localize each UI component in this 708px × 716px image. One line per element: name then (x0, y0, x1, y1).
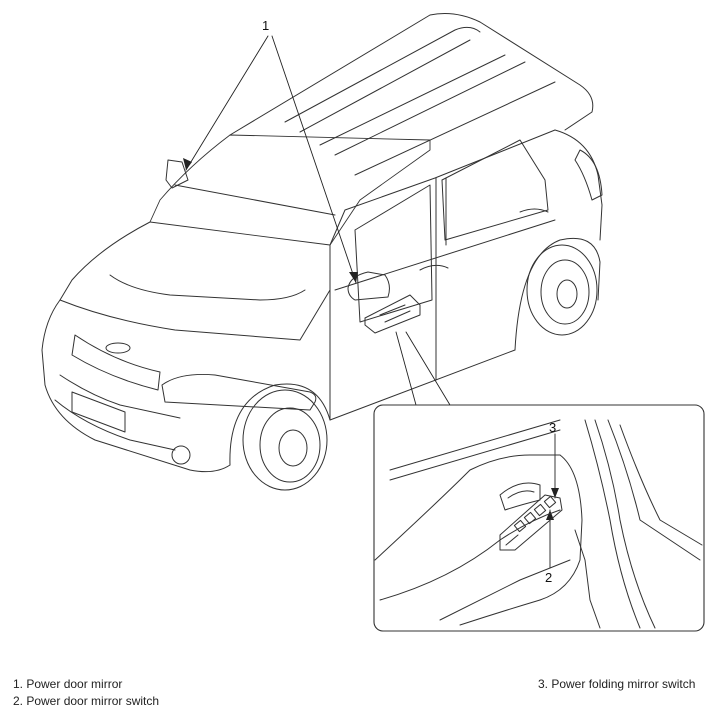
callout-2: 2 (545, 570, 552, 585)
vehicle-line-drawing: 1 3 2 (41, 13, 705, 632)
legend-item-power-door-mirror: 1. Power door mirror (13, 677, 123, 691)
legend-right: 3. Power folding mirror switch (538, 676, 695, 693)
legend-item-power-door-mirror-switch: 2. Power door mirror switch (13, 694, 160, 708)
car-body (41, 13, 603, 491)
callout-1: 1 (262, 18, 269, 33)
leader-lines (183, 35, 559, 569)
detail-inset (373, 404, 705, 632)
legend-item-power-folding-mirror-switch: 3. Power folding mirror switch (538, 677, 696, 691)
callout-3: 3 (549, 420, 556, 435)
legend-left: 1. Power door mirror 2. Power door mirro… (13, 676, 159, 710)
